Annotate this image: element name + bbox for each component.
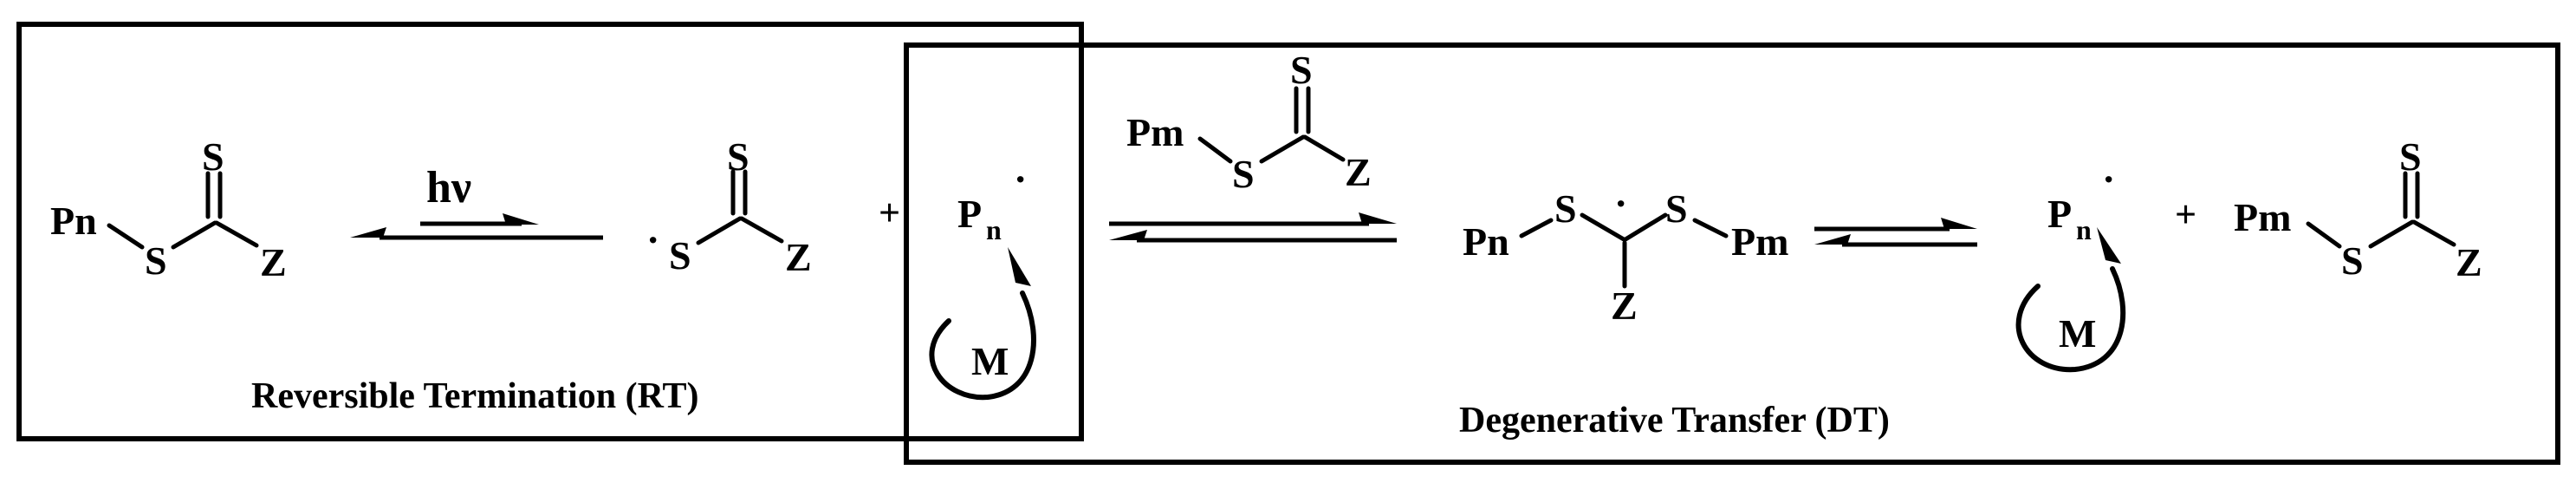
photo-equilibrium-arrows xyxy=(350,213,603,240)
atom-pm: Pm xyxy=(1126,110,1184,154)
atom-s-thione: S xyxy=(202,134,224,179)
atom-pm: Pm xyxy=(1731,219,1788,264)
atom-s: S xyxy=(669,233,691,277)
hv-label: hν xyxy=(426,163,471,212)
monomer-m: M xyxy=(971,339,1009,383)
atom-z: Z xyxy=(2456,240,2482,284)
radical-dot: · xyxy=(1014,157,1027,201)
monomer-m: M xyxy=(2059,311,2096,356)
atom-s-thione: S xyxy=(727,134,749,179)
radical-dot: · xyxy=(1614,181,1627,225)
molecule-thiyl-radical: · S S Z xyxy=(646,134,812,279)
atom-s: S xyxy=(1232,152,1255,196)
radical-dot: · xyxy=(2102,157,2115,201)
atom-s-left: S xyxy=(1554,186,1577,231)
intermediate-radical: Pn S · S Pm Z xyxy=(1463,181,1788,328)
plus-sign: + xyxy=(2175,193,2196,236)
molecule-pm-trithiocarbonate-right: Pm S S Z xyxy=(2234,134,2482,284)
subscript-n: n xyxy=(2076,214,2092,245)
atom-s: S xyxy=(145,238,167,283)
subscript-n: n xyxy=(986,214,1002,245)
atom-pn: Pn xyxy=(50,199,97,243)
atom-z: Z xyxy=(785,235,812,279)
atom-z: Z xyxy=(1611,284,1638,328)
molecule-pn-trithiocarbonate: Pn S S Z xyxy=(50,134,287,284)
atom-pn: Pn xyxy=(1463,219,1509,264)
radical-dot: · xyxy=(646,218,659,262)
atom-s-right: S xyxy=(1665,186,1688,231)
atom-s-thione: S xyxy=(2399,134,2422,179)
atom-s-thione: S xyxy=(1290,48,1313,92)
propagating-radical-2: P n · M xyxy=(2015,157,2126,373)
addition-equilibrium-arrows xyxy=(1109,212,1397,243)
dt-box xyxy=(904,42,2560,465)
fragmentation-equilibrium-arrows xyxy=(1814,218,1977,247)
caption-degenerative-transfer: Degenerative Transfer (DT) xyxy=(1459,401,1890,441)
atom-z: Z xyxy=(260,240,287,284)
molecule-pm-trithiocarbonate-top: Pm S S Z xyxy=(1126,48,1372,196)
rt-box xyxy=(16,22,1084,441)
atom-pm: Pm xyxy=(2234,195,2291,239)
atom-s: S xyxy=(2341,238,2364,283)
plus-sign: + xyxy=(879,192,900,234)
atom-p: P xyxy=(957,192,982,236)
atom-p: P xyxy=(2047,192,2072,236)
propagating-radical-1: P n · M xyxy=(929,157,1036,401)
atom-z: Z xyxy=(1345,150,1372,194)
caption-reversible-termination: Reversible Termination (RT) xyxy=(251,376,699,416)
